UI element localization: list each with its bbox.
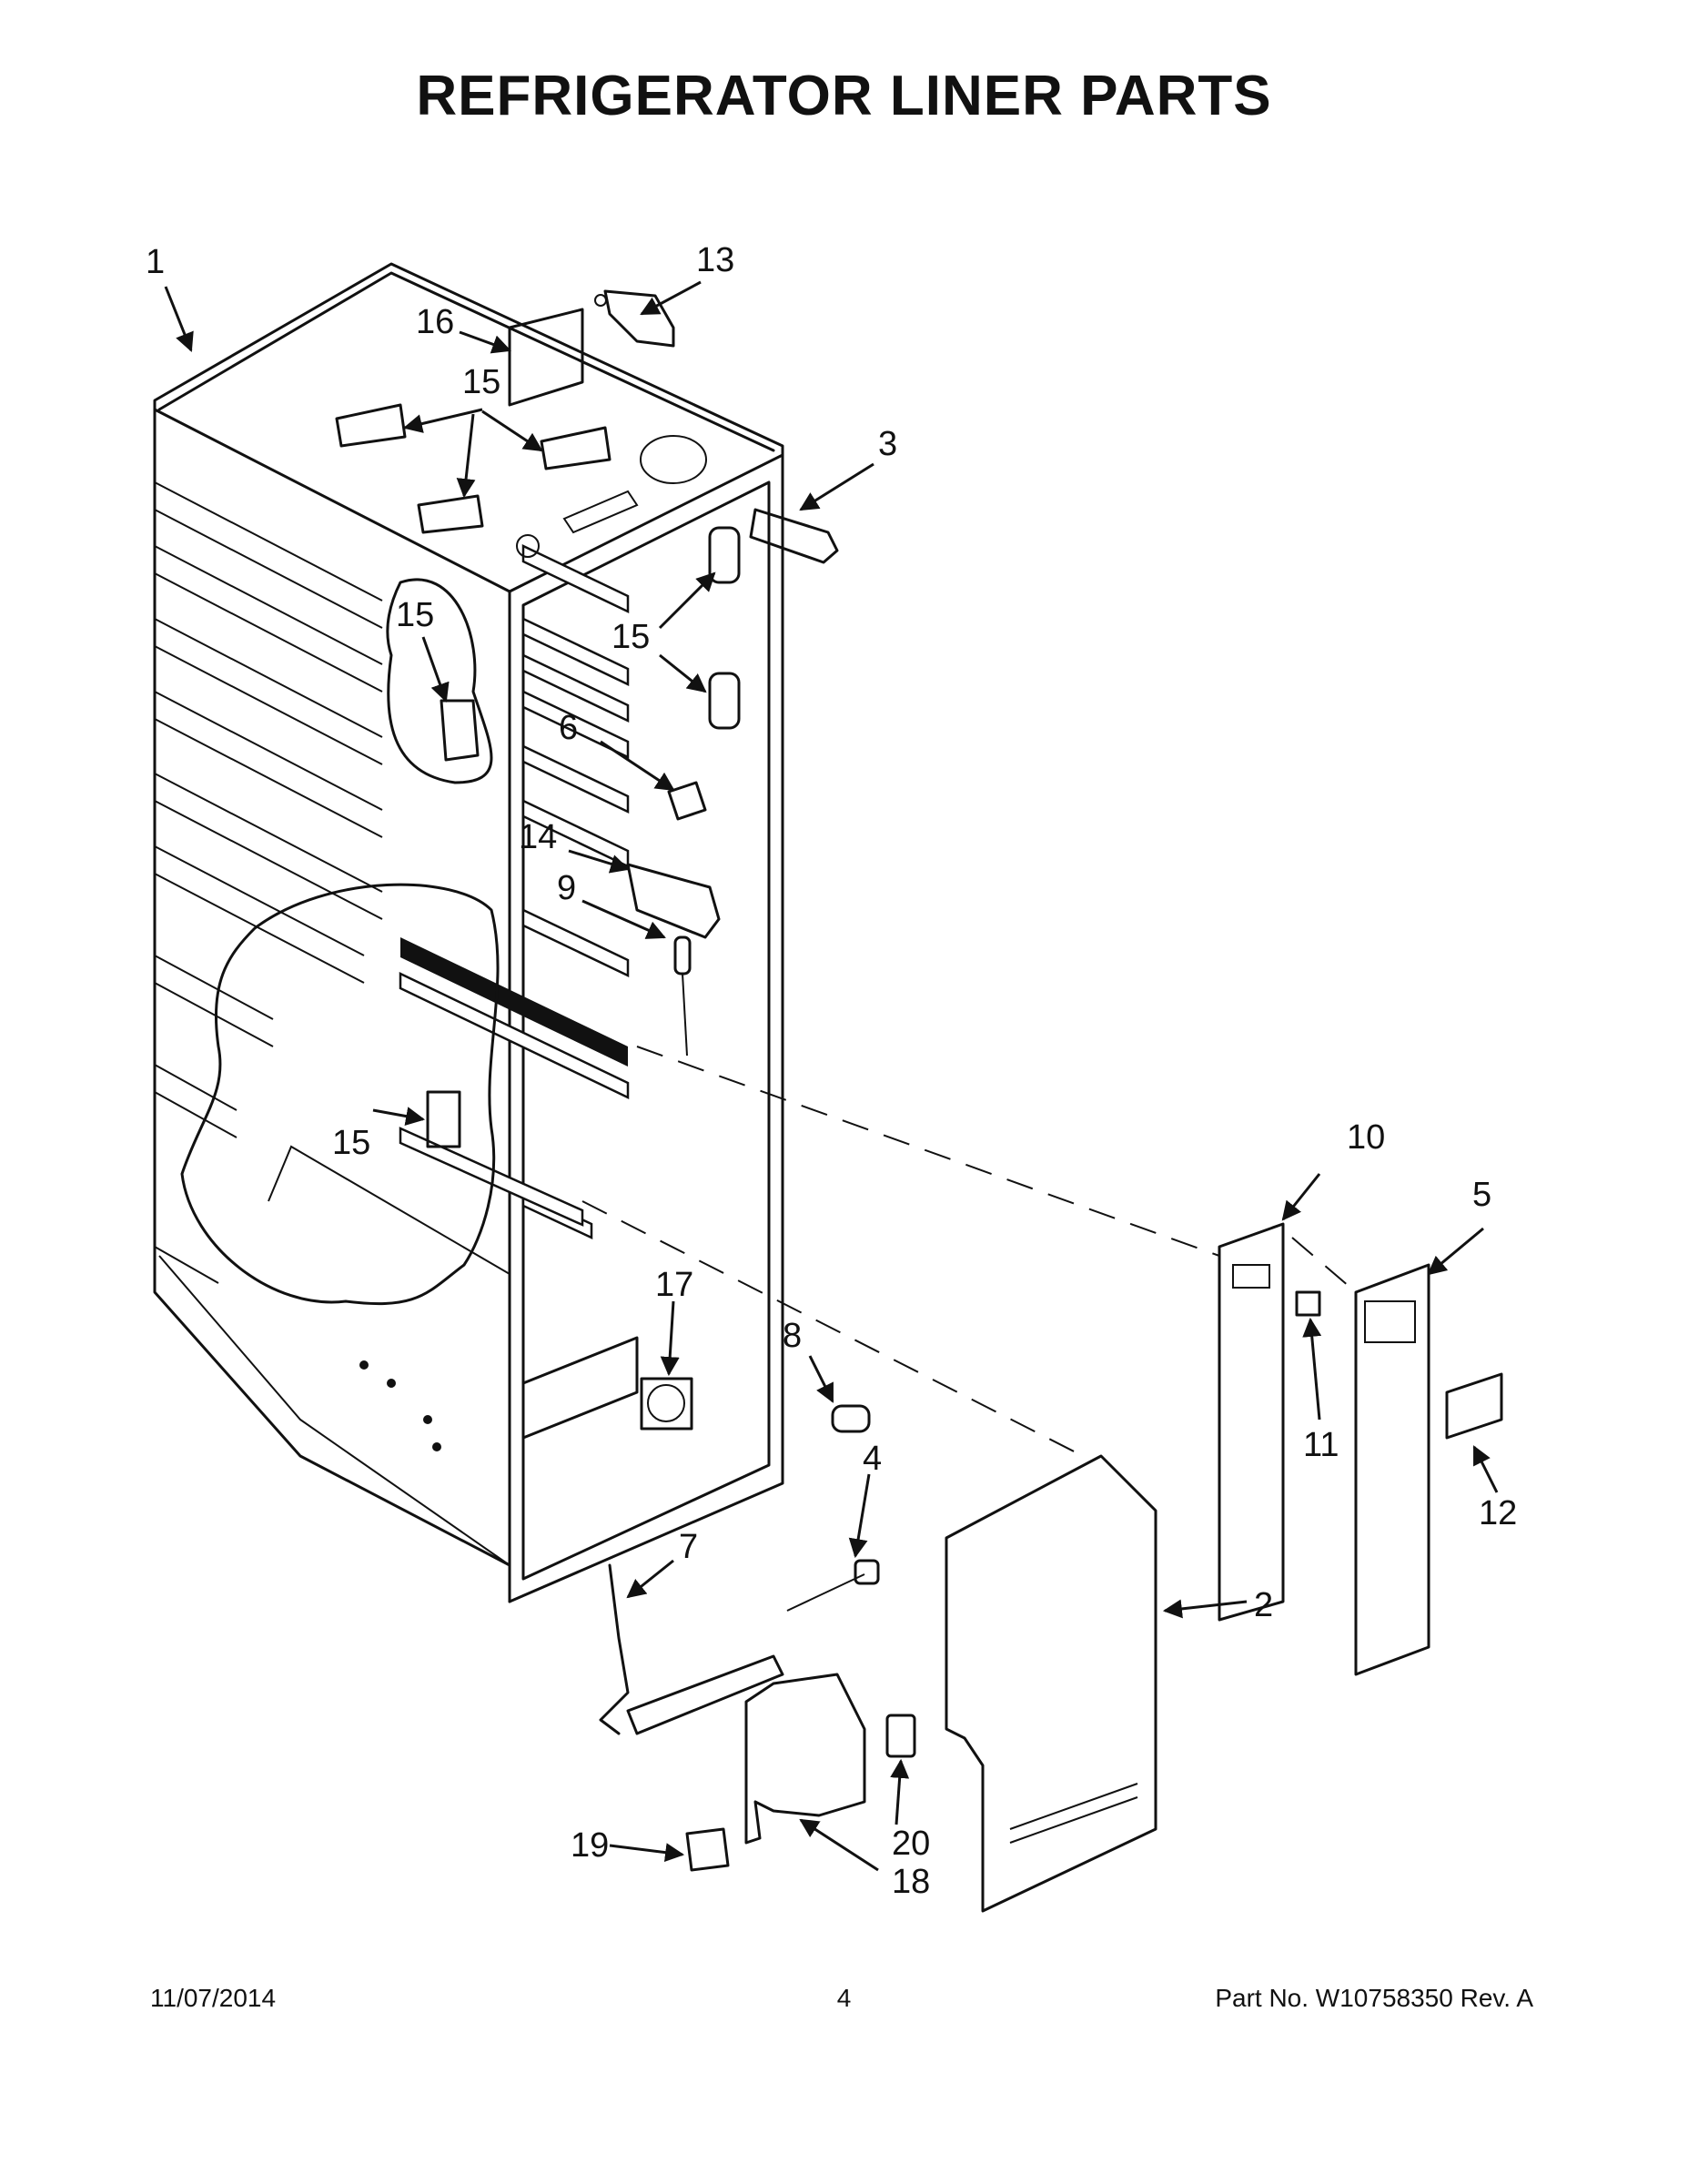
part-14-housing	[626, 863, 721, 939]
callout-16: 16	[416, 303, 454, 341]
callout-9: 9	[557, 869, 576, 907]
assembly-lines	[581, 1046, 1357, 1457]
callout-15-left: 15	[396, 596, 434, 634]
part-6-switch	[667, 781, 707, 821]
callout-7: 7	[679, 1528, 698, 1566]
part-3-filter	[749, 508, 839, 564]
part-5-panel	[1354, 1263, 1430, 1676]
shelf-ribs-left	[154, 481, 383, 1284]
part-15-led-modules	[335, 403, 741, 1148]
part-17-fan	[640, 1377, 693, 1431]
callout-11: 11	[1303, 1426, 1339, 1464]
callout-8: 8	[783, 1317, 802, 1355]
part-2-evap-cover	[945, 1454, 1157, 1913]
part-11-switch	[1295, 1290, 1321, 1317]
callout-10: 10	[1347, 1118, 1385, 1157]
callout-15-bottom: 15	[332, 1124, 370, 1162]
part-13-bracket	[594, 289, 675, 348]
footer-part-number: Part No. W10758350 Rev. A	[1215, 1984, 1533, 2012]
part-18-housing	[744, 1673, 866, 1845]
callout-19: 19	[571, 1826, 609, 1865]
callout-13: 13	[696, 241, 734, 279]
callout-6: 6	[559, 709, 578, 747]
callout-12: 12	[1479, 1494, 1517, 1532]
part-8-connector	[831, 1404, 871, 1433]
footer-date: 11/07/2014	[150, 1984, 277, 2012]
callout-3: 3	[878, 425, 897, 463]
leader-lines	[164, 280, 1499, 1872]
liner-box	[153, 262, 784, 1603]
part-12-grille	[1445, 1372, 1503, 1440]
callout-5: 5	[1472, 1176, 1491, 1214]
part-20-clip	[885, 1714, 916, 1758]
callout-17: 17	[655, 1266, 693, 1304]
part-9-thermistor	[673, 935, 692, 1057]
callout-2: 2	[1254, 1586, 1273, 1624]
callout-15-top: 15	[462, 363, 500, 401]
part-4-probe	[786, 1559, 880, 1612]
callout-1: 1	[146, 243, 165, 281]
callout-18: 18	[892, 1863, 930, 1901]
callout-14: 14	[519, 818, 557, 856]
callout-4: 4	[863, 1440, 882, 1478]
page-title: REFRIGERATOR LINER PARTS	[416, 65, 1272, 127]
shelf-bar	[400, 937, 628, 1067]
callout-15-right: 15	[612, 618, 650, 656]
shelf-ribs-right	[521, 544, 630, 1239]
part-10-panel	[1218, 1222, 1285, 1622]
callout-20: 20	[892, 1825, 930, 1863]
part-19-block	[685, 1827, 730, 1872]
footer-page-number: 4	[836, 1984, 852, 2012]
part-16-cover	[508, 308, 584, 407]
part-7-heater	[599, 1563, 784, 1735]
callout-labels: 1 13 16 15 3 15 15 6 14 9 15 10 5 17 8 1…	[146, 241, 1517, 1901]
